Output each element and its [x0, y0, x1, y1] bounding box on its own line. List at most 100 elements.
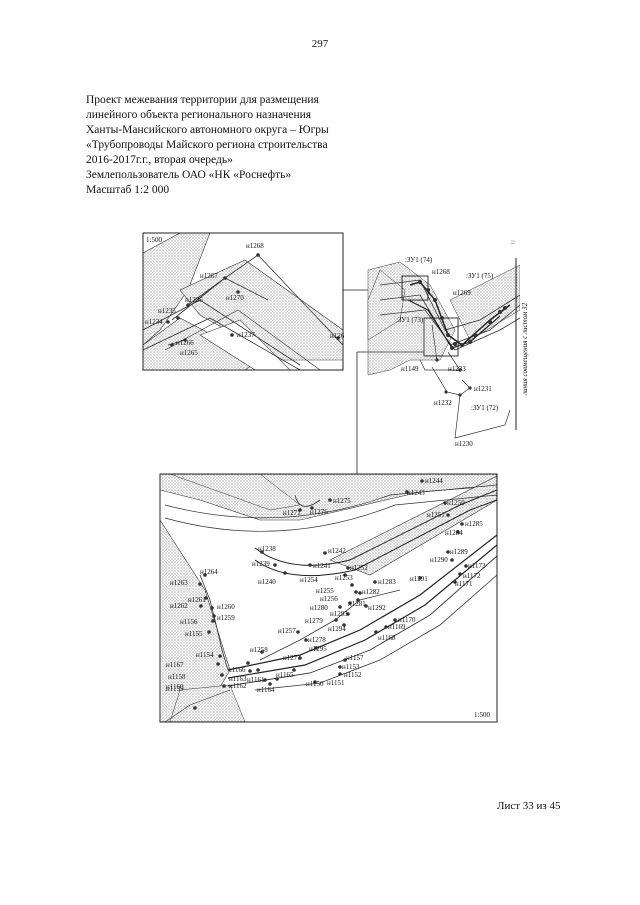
point-label: н1262 [170, 602, 188, 610]
point-label: н1243 [407, 489, 425, 497]
inset-top-scale: 1:500 [146, 236, 162, 244]
header-line: 2016-2017г.г., вторая очередь» [86, 154, 233, 166]
point-label: н1293 [330, 610, 348, 618]
point-label: н1283 [378, 578, 396, 586]
point-label: н1238 [258, 545, 276, 553]
point-label: н1153 [342, 663, 360, 671]
point-label: н1242 [328, 547, 346, 555]
header-line: Масштаб 1:2 000 [86, 184, 170, 196]
point-label: н1155 [185, 630, 203, 638]
header-line: линейного объекта регионального назначен… [86, 109, 312, 121]
point-label: н1254 [300, 576, 318, 584]
page-number: 297 [311, 38, 329, 50]
point-label: н1282 [362, 588, 380, 596]
point-label: н1290 [430, 556, 448, 564]
point-label: н1157 [346, 654, 364, 662]
point-label: н1236 [185, 296, 203, 304]
point-label: н1168 [378, 634, 396, 642]
point-label: н1253 [335, 574, 353, 582]
point-label: н1266 [176, 339, 194, 347]
point-label: н1289 [450, 548, 468, 556]
point-label: н1164 [257, 686, 275, 694]
match-line-label: линия совмещения с листом 32 [521, 302, 529, 396]
header-line: «Трубопроводы Майского региона строитель… [86, 139, 328, 151]
point-label: н1255 [316, 587, 334, 595]
point-label: н1278 [308, 636, 326, 644]
point-label: н1241 [313, 562, 331, 570]
point-label: н1271 [283, 509, 301, 517]
point-label: н1250 [447, 499, 465, 507]
point-label: н1171 [455, 580, 473, 588]
point-label: н1258 [250, 646, 268, 654]
corner-mark: :: [511, 238, 515, 246]
parcel-label: :ЗУ1 (72) [471, 404, 499, 412]
parcel-label: :ЗУ1 (73) [396, 316, 424, 324]
overview-map: :: :ЗУ1 (74) н1268 :ЗУ1 (75) н1269 :ЗУ1 … [367, 238, 529, 448]
header-line: Проект межевания территории для размещен… [86, 94, 319, 106]
point-label: н1152 [344, 671, 362, 679]
point-label: н1233 [448, 365, 466, 373]
point-label: н1240 [258, 578, 276, 586]
point-label: н1263 [170, 579, 188, 587]
point-label: н1261 [188, 596, 206, 604]
point-label: н1166 [228, 666, 246, 674]
point-label: н1161 [247, 676, 265, 684]
point-label: н1291 [410, 575, 428, 583]
point-label: н1239 [252, 560, 270, 568]
point-label: н1268 [432, 268, 450, 276]
point-label: н1279 [305, 617, 323, 625]
point-label: н1172 [463, 572, 481, 580]
point-label: н1281 [348, 600, 366, 608]
point-label: н1167 [166, 661, 184, 669]
point-label: н1265 [180, 349, 198, 357]
point-label: н1252 [350, 564, 368, 572]
point-label: н1292 [368, 604, 386, 612]
point-label: н1294 [328, 625, 346, 633]
point-label: н1244 [425, 477, 443, 485]
point-label: н1169 [388, 623, 406, 631]
point-label: н1260 [217, 603, 235, 611]
point-label: н1264 [200, 568, 218, 576]
inset-map-top: 1:500 н1268 н1267 н1270 н1236 н1235 н123… [142, 232, 345, 371]
point-label: н1163 [229, 675, 247, 683]
point-label: н1154 [196, 651, 214, 659]
point-label: н1259 [217, 614, 235, 622]
sheet-label: Лист 33 из 45 [497, 800, 561, 812]
point-label: н1277 [283, 654, 301, 662]
parcel-label: :ЗУ1 (74) [405, 256, 433, 264]
header-line: Ханты-Мансийского автономного округа – Ю… [86, 124, 329, 136]
point-label: н1158 [168, 673, 186, 681]
point-label: н1234 [145, 318, 163, 326]
header-line: Землепользователь ОАО «НК «Роснефть» [86, 169, 292, 181]
inset-bottom-scale: 1:500 [474, 711, 490, 719]
point-label: н1149 [401, 365, 419, 373]
point-label: н1170 [398, 616, 416, 624]
point-label: н1257 [278, 627, 296, 635]
point-label: н1256 [320, 595, 338, 603]
point-label: н1232 [434, 399, 452, 407]
point-label: н1231 [474, 385, 492, 393]
point-label: н1270 [226, 294, 244, 302]
point-label: н1173 [468, 562, 486, 570]
point-label: н1165 [276, 671, 294, 679]
parcel-label: :ЗУ1 (75) [466, 272, 494, 280]
point-label: н1284 [445, 529, 463, 537]
point-label: н1237 [237, 331, 255, 339]
point-label: н1295 [309, 645, 327, 653]
point-label: н1285 [465, 520, 483, 528]
point-label: н1151 [327, 679, 345, 687]
point-label: н126 [330, 332, 345, 340]
point-label: н1251 [427, 511, 445, 519]
point-label: н1159 [166, 685, 184, 693]
point-label: н1150 [306, 680, 324, 688]
point-label: н1230 [455, 440, 473, 448]
point-label: н1156 [180, 618, 198, 626]
document-header: Проект межевания территории для размещен… [86, 93, 329, 198]
point-label: н1276 [310, 508, 328, 516]
point-label: н1269 [453, 289, 471, 297]
point-label: н1267 [200, 272, 218, 280]
point-label: н1268 [246, 242, 264, 250]
point-label: н1160 [166, 683, 184, 691]
